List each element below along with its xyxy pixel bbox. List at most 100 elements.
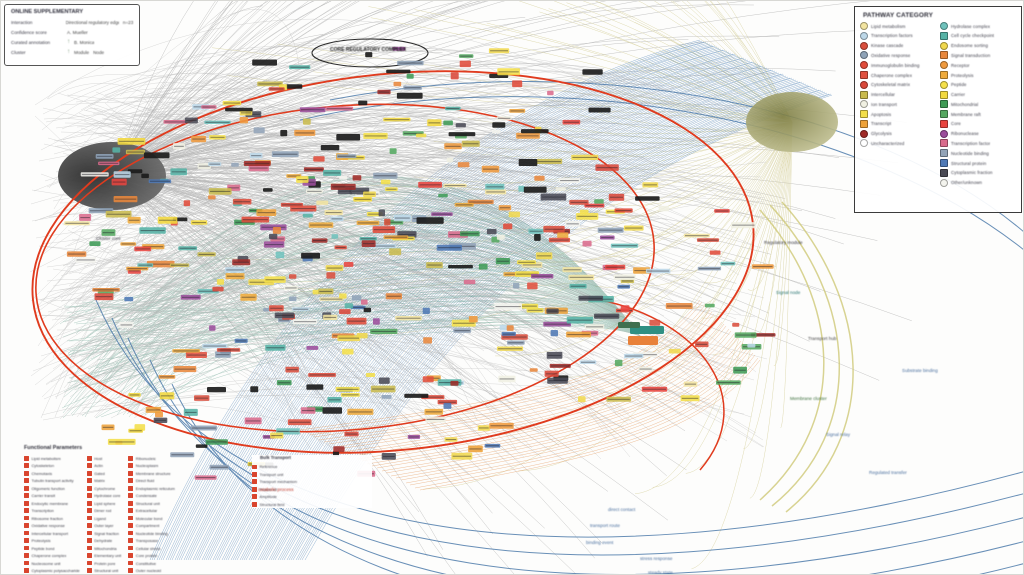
- legend-item[interactable]: Signal fraction: [86, 530, 122, 537]
- legend-item[interactable]: Transcription factor: [940, 139, 1016, 148]
- graph-node[interactable]: [359, 237, 377, 241]
- graph-node[interactable]: [370, 328, 398, 334]
- graph-node[interactable]: [498, 205, 512, 211]
- graph-node[interactable]: [225, 273, 245, 280]
- graph-node[interactable]: [232, 198, 252, 205]
- legend-item[interactable]: Compartment: [128, 522, 175, 529]
- graph-node[interactable]: [381, 395, 392, 399]
- graph-node[interactable]: [125, 149, 145, 155]
- graph-node[interactable]: [313, 156, 325, 162]
- graph-node[interactable]: [547, 377, 568, 384]
- graph-node[interactable]: [330, 183, 356, 190]
- graph-node[interactable]: [241, 216, 270, 223]
- graph-node[interactable]: [695, 341, 709, 348]
- legend-item[interactable]: Peptide bond: [24, 545, 80, 552]
- graph-node[interactable]: [393, 81, 402, 87]
- graph-node[interactable]: [363, 132, 388, 139]
- graph-node[interactable]: [197, 252, 216, 257]
- graph-node[interactable]: [518, 185, 525, 192]
- legend-item[interactable]: Reference: [252, 464, 372, 471]
- graph-node[interactable]: [527, 282, 538, 290]
- graph-node[interactable]: [195, 444, 208, 448]
- graph-node[interactable]: [306, 346, 319, 350]
- graph-node[interactable]: [422, 376, 434, 383]
- graph-node[interactable]: [249, 152, 263, 159]
- graph-node[interactable]: [716, 380, 741, 385]
- graph-node[interactable]: [194, 395, 210, 401]
- graph-node[interactable]: [594, 199, 604, 204]
- legend-item[interactable]: Peptide: [940, 80, 1016, 89]
- graph-node[interactable]: [296, 176, 309, 183]
- graph-node[interactable]: [225, 107, 253, 112]
- graph-node[interactable]: [731, 222, 756, 229]
- graph-node[interactable]: [300, 407, 316, 414]
- graph-node[interactable]: [253, 127, 265, 134]
- graph-node[interactable]: [486, 228, 497, 235]
- graph-node[interactable]: [468, 316, 478, 323]
- graph-node[interactable]: [438, 193, 448, 198]
- legend-item[interactable]: Uncharacterized: [860, 139, 936, 148]
- graph-node[interactable]: [180, 294, 201, 300]
- graph-node[interactable]: [534, 234, 541, 241]
- graph-node[interactable]: [276, 380, 292, 386]
- graph-node[interactable]: [344, 431, 359, 437]
- graph-node[interactable]: [513, 282, 520, 289]
- graph-node[interactable]: [292, 319, 318, 325]
- graph-node[interactable]: [418, 181, 442, 188]
- legend-item[interactable]: Chaperone complex: [24, 552, 80, 559]
- graph-node[interactable]: [209, 325, 216, 331]
- graph-node[interactable]: [484, 443, 501, 448]
- graph-node[interactable]: [303, 118, 311, 125]
- graph-node[interactable]: [158, 375, 176, 379]
- graph-node[interactable]: [517, 260, 536, 265]
- graph-node[interactable]: [197, 163, 211, 169]
- legend-item[interactable]: Cytoplasmic polysaccharide: [24, 567, 80, 574]
- graph-node[interactable]: [194, 475, 217, 480]
- graph-node[interactable]: [649, 319, 661, 326]
- graph-node[interactable]: [416, 133, 427, 138]
- graph-node[interactable]: [444, 437, 458, 442]
- graph-node[interactable]: [498, 375, 516, 383]
- graph-node[interactable]: [534, 175, 545, 181]
- graph-node[interactable]: [299, 107, 326, 113]
- graph-node[interactable]: [751, 264, 774, 269]
- graph-node[interactable]: [120, 242, 136, 246]
- graph-node[interactable]: [451, 452, 473, 460]
- graph-node[interactable]: [751, 333, 776, 337]
- graph-node[interactable]: [343, 262, 354, 267]
- graph-node[interactable]: [256, 209, 277, 216]
- graph-node[interactable]: [416, 217, 444, 224]
- graph-node[interactable]: [66, 251, 87, 257]
- graph-node[interactable]: [624, 353, 644, 359]
- graph-node[interactable]: [566, 316, 594, 324]
- graph-node[interactable]: [113, 196, 138, 203]
- legend-item[interactable]: Host: [86, 455, 122, 462]
- graph-node[interactable]: [397, 60, 424, 66]
- graph-node[interactable]: [331, 234, 339, 239]
- graph-node[interactable]: [683, 381, 698, 387]
- graph-node[interactable]: [386, 69, 411, 74]
- graph-node[interactable]: [422, 307, 430, 314]
- graph-node[interactable]: [734, 332, 757, 338]
- graph-node[interactable]: [350, 305, 366, 310]
- graph-node[interactable]: [205, 439, 228, 445]
- graph-node[interactable]: [383, 235, 409, 240]
- legend-item[interactable]: Chemotaxis: [24, 470, 80, 477]
- legend-item[interactable]: Transcription factors: [860, 31, 936, 40]
- graph-node[interactable]: [326, 272, 336, 279]
- graph-node[interactable]: [294, 129, 316, 136]
- graph-node[interactable]: [459, 60, 471, 68]
- graph-node[interactable]: [183, 408, 198, 416]
- graph-node[interactable]: [172, 349, 200, 353]
- graph-node[interactable]: [80, 172, 109, 177]
- graph-node[interactable]: [460, 231, 480, 237]
- graph-node[interactable]: [95, 154, 114, 159]
- graph-node[interactable]: [492, 129, 501, 134]
- legend-item[interactable]: Hydrolase core: [86, 492, 122, 499]
- legend-item[interactable]: Dehydrate: [86, 537, 122, 544]
- graph-node[interactable]: [275, 251, 285, 259]
- graph-node[interactable]: [268, 87, 285, 91]
- legend-item[interactable]: Protein pore: [86, 560, 122, 567]
- graph-node[interactable]: [134, 246, 152, 252]
- graph-node[interactable]: [285, 366, 299, 373]
